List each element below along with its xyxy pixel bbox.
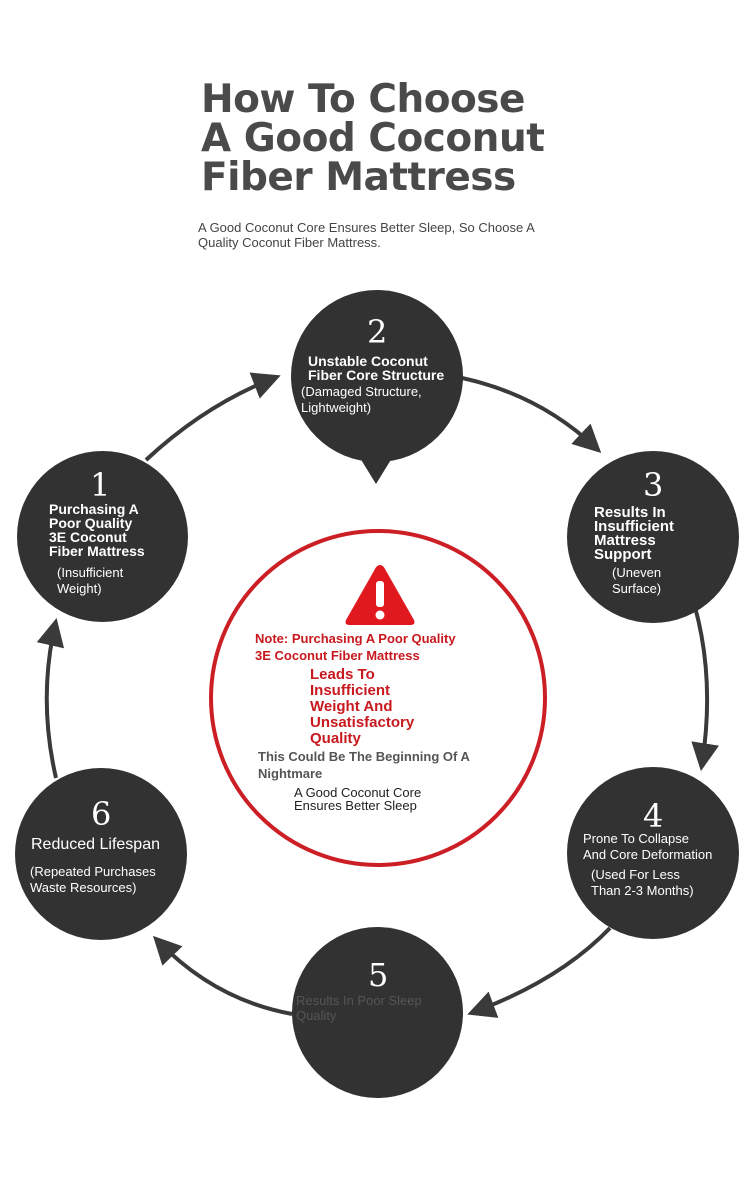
step-2-detail: (Damaged Structure, Lightweight) [301,384,422,415]
step-1-heading: Purchasing A Poor Quality 3E Coconut Fib… [49,501,145,559]
step-2-number: 2 [367,313,388,351]
step-2-heading: Unstable Coconut Fiber Core Structure [308,353,445,383]
center-warning-circle: Note: Purchasing A Poor Quality 3E Cocon… [209,529,547,867]
step-3-number: 3 [643,466,664,504]
page-subtitle: A Good Coconut Core Ensures Better Sleep… [198,220,535,250]
step-4-detail: (Used For Less Than 2-3 Months) [591,867,694,898]
step-6-heading: Reduced Lifespan [31,836,160,853]
arrow-6-to-1 [36,617,65,779]
step-4-number: 4 [643,797,664,835]
step-5-number: 5 [368,956,389,994]
step-3-node: 3 Results In Insufficient Mattress Suppo… [567,451,739,623]
step-3-heading: Results In Insufficient Mattress Support [594,504,675,563]
arrow-2-to-3 [461,376,602,453]
step-1-number: 1 [90,466,111,504]
warning-leads: Leads To Insufficient Weight And Unsatis… [310,666,415,747]
step-1-node: 1 Purchasing A Poor Quality 3E Coconut F… [17,451,188,622]
step-6-node: 6 Reduced Lifespan (Repeated Purchases W… [15,768,187,940]
step-3-detail: (Uneven Surface) [612,565,662,596]
arrow-4-to-5 [467,926,612,1018]
node-2-pointer [360,458,392,484]
warning-note: Note: Purchasing A Poor Quality 3E Cocon… [255,631,456,663]
step-2-node: 2 Unstable Coconut Fiber Core Structure … [291,290,463,462]
page-title: How To Choose A Good Coconut Fiber Mattr… [201,77,545,200]
good-core-text: A Good Coconut Core Ensures Better Sleep [294,785,422,813]
step-1-detail: (Insufficient Weight) [57,565,124,596]
step-5-node: 5 Results In Poor Sleep Quality [292,927,463,1098]
warning-beginning: This Could Be The Beginning Of A Nightma… [258,749,470,781]
arrow-1-to-2 [144,372,281,462]
arrow-5-to-6 [152,935,293,1016]
step-6-detail: (Repeated Purchases Waste Resources) [30,864,156,895]
step-6-number: 6 [91,795,112,833]
warning-triangle-icon [345,565,415,625]
step-4-heading: Prone To Collapse And Core Deformation [583,831,713,862]
arrow-3-to-4 [691,606,720,772]
step-5-heading: Results In Poor Sleep Quality [296,993,422,1023]
step-4-node: 4 Prone To Collapse And Core Deformation… [567,767,739,939]
